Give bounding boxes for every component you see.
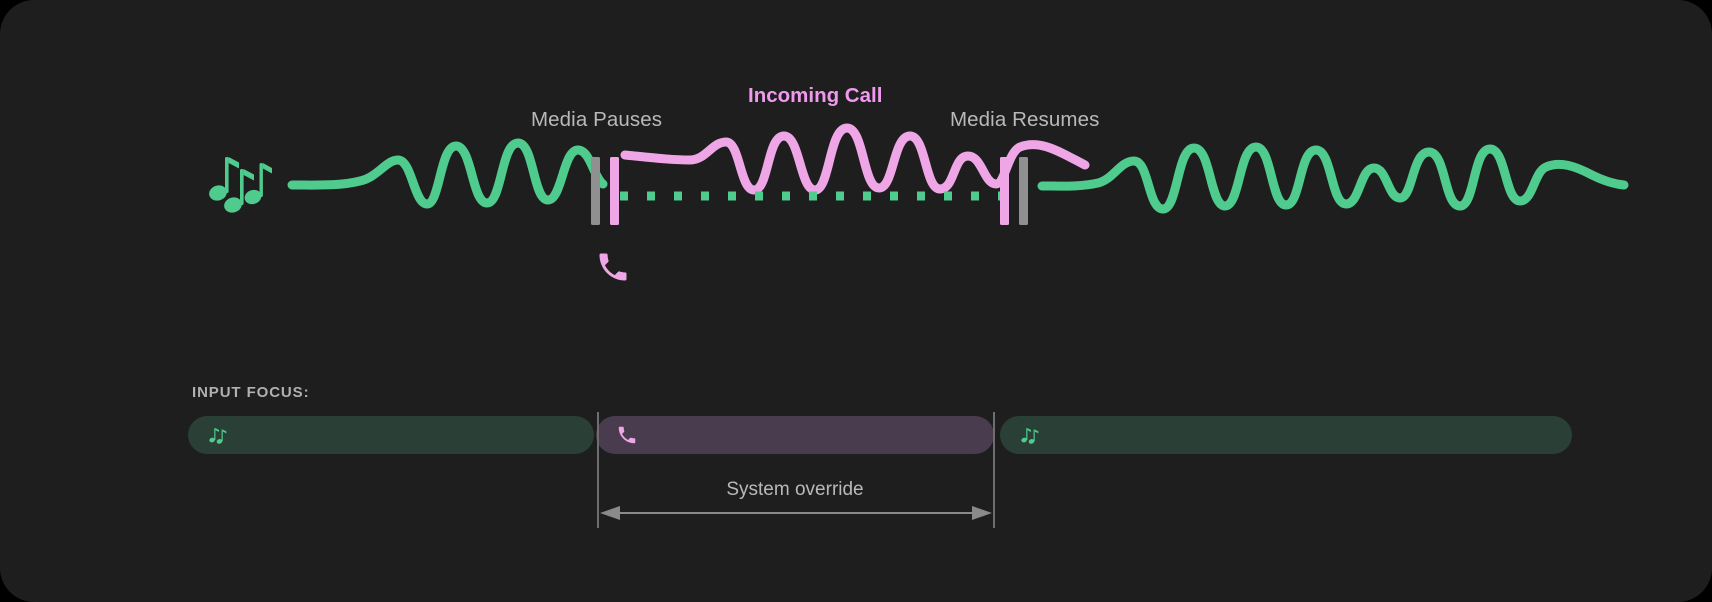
focus-bar-call[interactable] (596, 416, 994, 454)
phone-icon (618, 426, 636, 444)
waveform-graphic (287, 123, 1629, 225)
wave-media-after (1037, 142, 1629, 214)
marker-resume-gray (1019, 157, 1028, 225)
label-media-pauses: Media Pauses (531, 108, 663, 131)
marker-pause-pink (610, 157, 619, 225)
input-focus-title: INPUT FOCUS: (192, 384, 310, 401)
label-incoming-call: Incoming Call (748, 84, 883, 107)
focus-bar-media-left[interactable] (188, 416, 594, 454)
override-arrow-head-left (600, 506, 620, 520)
label-media-resumes: Media Resumes (950, 108, 1100, 131)
music-notes-icon (1021, 428, 1039, 444)
wave-media-before (287, 138, 608, 209)
marker-pause-gray (591, 157, 600, 225)
override-arrow-head-right (972, 506, 992, 520)
marker-resume-pink (1000, 157, 1009, 225)
audio-timeline: Media Pauses Incoming Call Media Resumes (209, 84, 1629, 281)
wave-call (620, 123, 1090, 195)
music-notes-icon (209, 428, 227, 444)
focus-bar-media-right[interactable] (1000, 416, 1572, 454)
phone-icon (599, 253, 627, 281)
music-notes-icon (209, 157, 272, 213)
system-override-label: System override (726, 479, 864, 500)
